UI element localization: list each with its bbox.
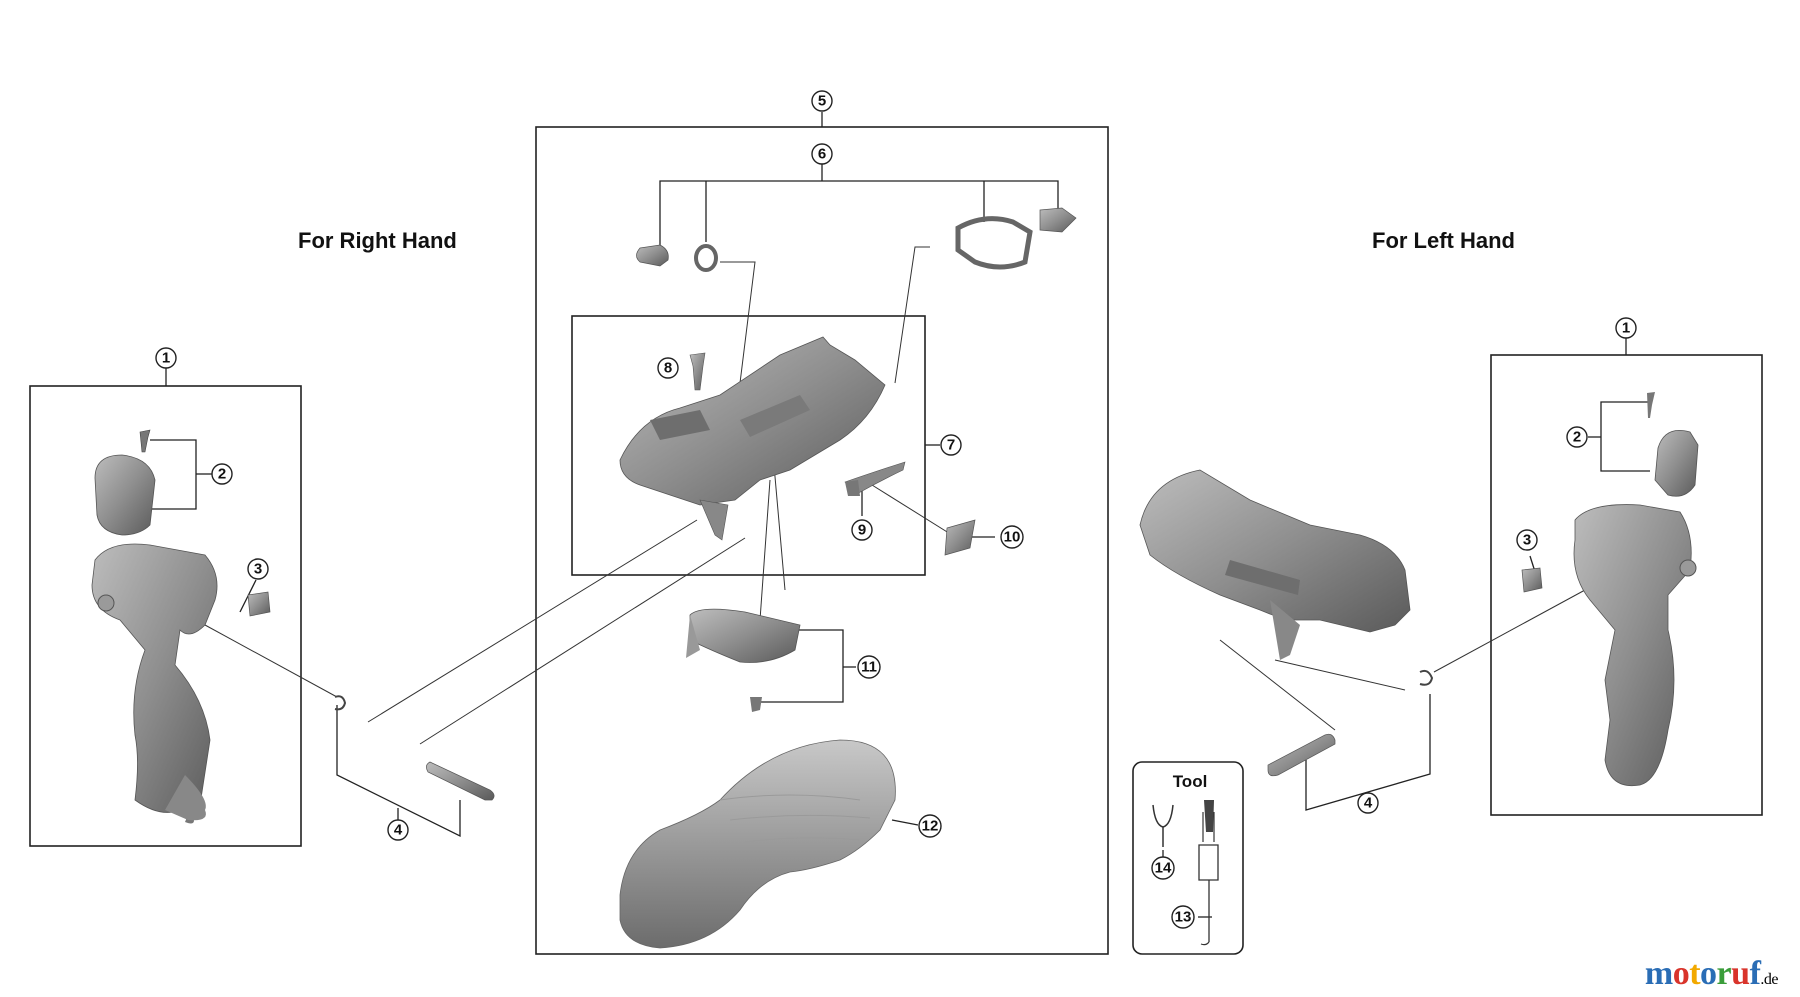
svg-text:2: 2 (1573, 429, 1581, 446)
svg-text:11: 11 (861, 659, 877, 676)
left-bracket-body (1139, 469, 1411, 660)
callout-5: 5 (811, 90, 833, 112)
left-lever-assembly (1521, 392, 1699, 787)
callout-9: 9 (851, 519, 873, 541)
svg-text:10: 10 (1004, 529, 1021, 546)
watermark-tld: .de (1760, 971, 1778, 988)
callout-1-left: 1 (1615, 317, 1637, 339)
callout-13: 13 (1171, 905, 1195, 929)
svg-text:13: 13 (1175, 909, 1192, 926)
part-12-hood (619, 739, 896, 949)
watermark-logo: motoruf.de (1644, 955, 1779, 993)
part-7-bracket-body (619, 336, 906, 541)
svg-text:5: 5 (818, 93, 826, 110)
tool-box-title: Tool (1173, 772, 1208, 791)
callout-4-left: 4 (1357, 792, 1379, 814)
callout-3-right: 3 (247, 558, 269, 580)
svg-text:12: 12 (922, 818, 939, 835)
callouts: 1 2 3 4 5 6 7 8 9 10 11 12 1 2 3 4 14 13 (155, 90, 1637, 929)
right-lever-assembly (91, 429, 271, 824)
svg-text:9: 9 (858, 522, 866, 539)
part-10 (944, 519, 976, 556)
callout-11: 11 (857, 655, 881, 679)
frame-tool-box (1132, 761, 1244, 955)
callout-7: 7 (940, 434, 962, 456)
tool-13 (1198, 800, 1219, 946)
svg-text:3: 3 (1523, 532, 1531, 549)
svg-text:14: 14 (1155, 860, 1172, 877)
callout-14: 14 (1151, 856, 1175, 880)
callout-4-right: 4 (387, 819, 409, 841)
callout-3-left: 3 (1516, 529, 1538, 551)
callout-10: 10 (1000, 525, 1024, 549)
callout-2-right: 2 (211, 463, 233, 485)
svg-text:3: 3 (254, 561, 262, 578)
svg-text:8: 8 (664, 360, 672, 377)
part-11-cover (686, 608, 801, 712)
svg-text:4: 4 (1364, 795, 1373, 812)
part-4-left (1267, 669, 1434, 777)
callout-12: 12 (918, 814, 942, 838)
svg-text:2: 2 (218, 466, 226, 483)
svg-text:1: 1 (162, 350, 170, 367)
callout-2-left: 2 (1566, 426, 1588, 448)
heading-left-hand: For Left Hand (1372, 228, 1515, 253)
watermark-text: motoruf (1644, 955, 1761, 992)
callout-6: 6 (811, 143, 833, 165)
svg-text:1: 1 (1622, 320, 1630, 337)
svg-text:6: 6 (818, 146, 826, 163)
tool-14 (1152, 804, 1174, 847)
part-4-right (334, 695, 495, 801)
svg-text:4: 4 (394, 822, 403, 839)
callout-1-right: 1 (155, 347, 177, 369)
callout-8: 8 (657, 357, 679, 379)
part-6-hardware (636, 207, 1077, 272)
svg-text:7: 7 (947, 437, 955, 454)
heading-right-hand: For Right Hand (298, 228, 457, 253)
